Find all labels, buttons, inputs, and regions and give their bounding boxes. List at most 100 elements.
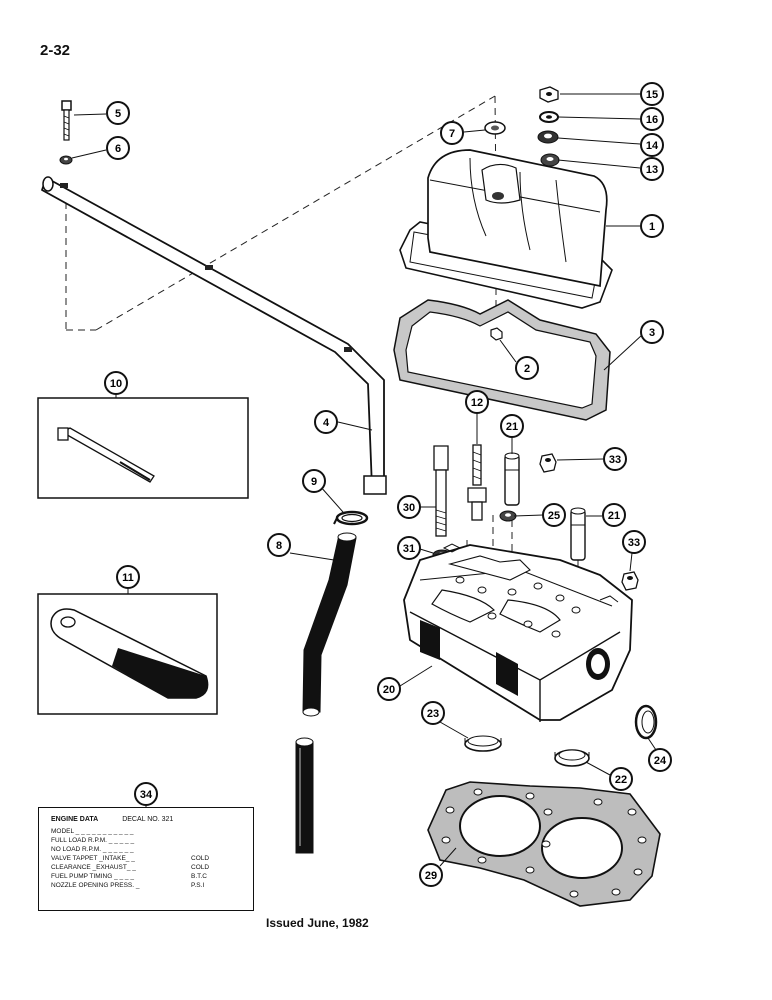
callout-33b: 33 [622,530,646,572]
svg-text:29: 29 [425,870,437,882]
svg-text:31: 31 [403,543,415,555]
decal-row: NO LOAD R.P.M. _ _ _ _ _ _ [39,845,253,854]
svg-text:30: 30 [403,502,415,514]
callout-10: 10 [104,371,128,398]
callout-4: 4 [314,410,373,434]
decal-row: FUEL PUMP TIMING _ _ _ _ B.T.C [39,872,253,881]
seal-part-13 [540,153,560,167]
valve-guide-part-21-b [570,507,586,561]
tool-part-10-box [37,397,249,499]
svg-text:21: 21 [506,421,518,433]
callout-23: 23 [421,701,469,739]
svg-text:14: 14 [646,140,659,152]
svg-text:33: 33 [609,454,621,466]
seal-ring-part-24 [634,704,658,740]
callout-16: 16 [557,107,664,131]
svg-text:8: 8 [276,540,282,552]
decal-row: MODEL _ _ _ _ _ _ _ _ _ _ _ [39,827,253,836]
decal-number: DECAL NO. 321 [122,816,174,823]
svg-text:20: 20 [383,684,395,696]
svg-text:7: 7 [449,128,455,140]
nut-part-15 [539,86,559,103]
svg-text:23: 23 [427,708,439,720]
decal-row-label: VALVE TAPPET _INTAKE_ _ [51,855,135,862]
callout-2: 2 [499,339,539,380]
decal-row-value: COLD [191,855,210,862]
decal-row-value [191,845,241,854]
callout-1: 1 [606,214,664,238]
issued-date: Issued June, 1982 [266,916,369,930]
bolt-part-30 [433,445,449,537]
head-gasket-part-29 [427,781,661,907]
decal-row: VALVE TAPPET _INTAKE_ _ COLD [39,854,253,863]
breather-tube-part-4 [41,176,387,495]
nut-part-2 [490,327,503,341]
callout-34: 34 [134,782,158,807]
washer-part-6 [59,155,73,165]
decal-title: ENGINE DATA [51,816,99,823]
callout-12: 12 [465,390,489,444]
valve-guide-part-21-a [504,452,520,506]
decal-row-value: B.T.C [191,873,207,880]
callout-21b: 21 [586,503,626,527]
hose-clamp-part-9 [333,510,369,526]
svg-text:22: 22 [615,774,627,786]
decal-row-value [191,827,241,836]
svg-text:1: 1 [649,221,655,233]
decal-row-label: FULL LOAD R.P.M. _ _ _ _ _ [51,837,135,844]
decal-row-label: FUEL PUMP TIMING _ _ _ _ [51,873,134,880]
callout-6: 6 [71,136,130,160]
decal-row-value [191,836,241,845]
callout-13: 13 [557,157,664,181]
stud-part-12 [467,444,487,521]
svg-text:11: 11 [122,572,134,584]
bolt-part-5 [61,100,72,141]
callout-9: 9 [302,469,344,513]
hose-part-8 [295,532,357,854]
washer-part-14 [537,130,559,144]
cylinder-head-part-20 [403,543,633,722]
svg-text:13: 13 [646,164,658,176]
washer-part-7 [484,121,506,135]
callout-15: 15 [560,82,664,106]
seat-ring-part-23 [464,735,502,752]
svg-text:12: 12 [471,397,483,409]
decal-row-label: NOZZLE OPENING PRESS. _ [51,882,140,889]
callout-25: 25 [513,503,566,527]
svg-text:3: 3 [649,327,655,339]
callout-7: 7 [440,121,486,145]
lock-washer-part-16 [539,111,559,123]
plug-part-33-b [621,571,639,591]
callouts: 1 2 3 4 5 6 7 [71,82,672,887]
decal-row-value: P.S.I [191,882,205,889]
valve-cover-part-1 [399,149,613,309]
callout-8: 8 [267,533,335,561]
plug-part-33-a [539,453,557,473]
callout-20: 20 [377,665,433,701]
seat-ring-part-22 [554,749,590,767]
callout-22: 22 [585,761,633,791]
callout-14: 14 [557,133,664,157]
decal-row-value: COLD [191,864,210,871]
svg-text:21: 21 [608,510,620,522]
svg-text:16: 16 [646,114,658,126]
svg-text:33: 33 [628,537,640,549]
svg-text:34: 34 [140,789,153,801]
svg-text:5: 5 [115,108,121,120]
callout-29: 29 [419,847,457,887]
svg-text:10: 10 [110,378,122,390]
svg-text:25: 25 [548,510,560,522]
svg-text:15: 15 [646,89,658,101]
callout-31: 31 [397,536,434,560]
callout-21a: 21 [500,414,524,454]
decal-row: NOZZLE OPENING PRESS. _ P.S.I [39,881,253,890]
seal-part-25 [499,510,517,522]
decal-header: ENGINE DATA DECAL NO. 321 [39,808,253,827]
engine-data-decal: ENGINE DATA DECAL NO. 321 MODEL _ _ _ _ … [38,807,254,911]
svg-text:2: 2 [524,363,530,375]
callout-30: 30 [397,495,436,519]
svg-text:6: 6 [115,143,121,155]
decal-row: FULL LOAD R.P.M. _ _ _ _ _ [39,836,253,845]
gasket-part-3 [393,299,611,421]
